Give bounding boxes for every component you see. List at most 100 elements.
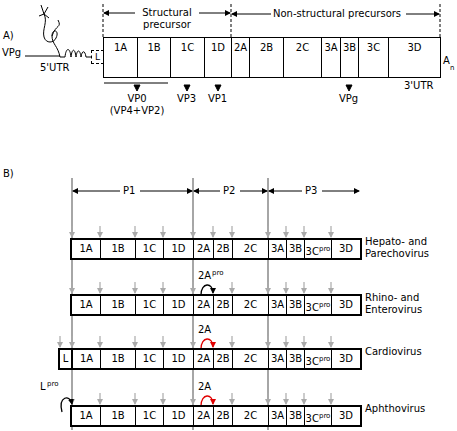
leader-box: L [60,350,72,368]
segment-label: 1C [143,410,156,421]
annotation-label: n [450,62,454,74]
text-line: 2C [233,350,268,368]
protein-segment: 1D [163,240,193,258]
cleavage-arrow [192,393,193,404]
protein-segment: 1D [163,350,193,368]
superscript: pro [319,301,330,309]
ires-structure [39,5,91,57]
segment-label: 3D [339,243,353,254]
segment-label: 1C [143,243,156,254]
segment-label: 3B [343,42,356,53]
text-line: 3Cpro [305,407,331,428]
segment-label: 3A [271,410,284,421]
text-line: 1B [101,350,135,368]
text-line: 1B [101,407,135,425]
cleavage-arrow [192,336,193,347]
segment-label: 1D [211,42,225,53]
segment-label: 2A [234,42,247,53]
annotation-label: A) [3,30,14,42]
annotation-label: B) [3,168,14,180]
cleavage-arrow [285,282,286,293]
protein-segment: 1C [135,240,163,258]
protein-segment: 2C [232,407,268,425]
text-line: 2B [214,350,232,368]
text-line: 3B [341,42,358,54]
annotation-label: 2A [198,381,211,393]
protein-segment: 1C [135,407,163,425]
protein-segment: 2C [232,350,268,368]
segment-label: 1C [143,353,156,364]
annotation-label: 2A [198,324,211,336]
protein-segment: 3D [331,350,360,368]
cleavage-arrow [162,336,163,347]
text-line: 1C [136,350,163,368]
annotation-label: 5'UTR [40,62,70,74]
protein-segment: 3A [268,296,286,314]
segment-label: 3C [306,356,319,367]
protein-segment: 3D [331,240,360,258]
protein-segment: 3D [331,296,360,314]
cleavage-arrow [267,226,268,237]
text-line: 3A [269,350,286,368]
segment-label: 3D [339,410,353,421]
annotation-label: VPg [2,47,21,59]
cleavage-arrow [303,336,304,347]
text-line: 1A [73,350,100,368]
text-line: 2A [194,407,213,425]
text-line: 1A [72,296,100,314]
text-line: 2B [214,240,232,258]
text-line: 2B [250,42,283,54]
annotation-label: Non-structural precursors [273,8,405,20]
segment-label: 1B [111,410,124,421]
text-line: L [60,350,71,368]
protein-segment: 1A [72,407,100,425]
annotation-label: L [40,381,46,393]
segment-label: 1A [79,299,92,310]
cleavage-arrow [231,282,232,293]
segment-label: 2B [260,42,273,53]
cleavage-arrow [192,282,193,293]
segment-label: 2B [216,353,229,364]
protein-segment: 1A [72,296,100,314]
segment-label: 1D [171,243,185,254]
annotation-label: 3'UTR [404,80,434,92]
protein-segment: 2C [232,240,268,258]
segment-label: 3A [324,42,337,53]
precursor-brackets [103,4,440,37]
annotation-label: P1 [123,185,135,197]
protein-segment: 1D [163,296,193,314]
text-line: 3C [359,42,388,54]
cleavage-arrow [330,336,331,347]
protein-segment: 1B [100,350,135,368]
segment-label: 3C [367,42,380,53]
cleavage-arrow [231,226,232,237]
cleavage-arrow [212,226,213,237]
protein-segment: 1A [72,240,100,258]
text-line: 3B [287,240,304,258]
text-line: 3D [332,296,360,314]
cleavage-arrow [303,393,304,404]
cleavage-arrow [134,282,135,293]
text-line: 2C [233,296,268,314]
protein-segment: 3B [286,350,304,368]
cleavage-arrow [330,282,331,293]
protein-segment: 1B [100,407,135,425]
segment-label: 3B [289,243,302,254]
cleavage-arc [201,339,213,349]
segment-label: 3D [339,353,353,364]
protein-segment: 3A [268,350,286,368]
cleavage-arrow [303,282,304,293]
text-line: 3B [287,296,304,314]
text-line: 2A [194,296,213,314]
text-line: 3Cpro [305,240,331,261]
genome-segment: 2C [283,37,322,78]
cleavage-arrow [162,226,163,237]
annotation-label: VP1 [208,93,227,105]
protein-segment: 2B [213,240,232,258]
protein-segment: 1C [135,350,163,368]
cleavage-arrow [59,336,60,347]
text-line: 3Cpro [305,296,331,317]
annotation-label: VP3 [177,93,196,105]
genome-segment: 1A [103,37,138,78]
protein-segment: 2A [193,407,213,425]
